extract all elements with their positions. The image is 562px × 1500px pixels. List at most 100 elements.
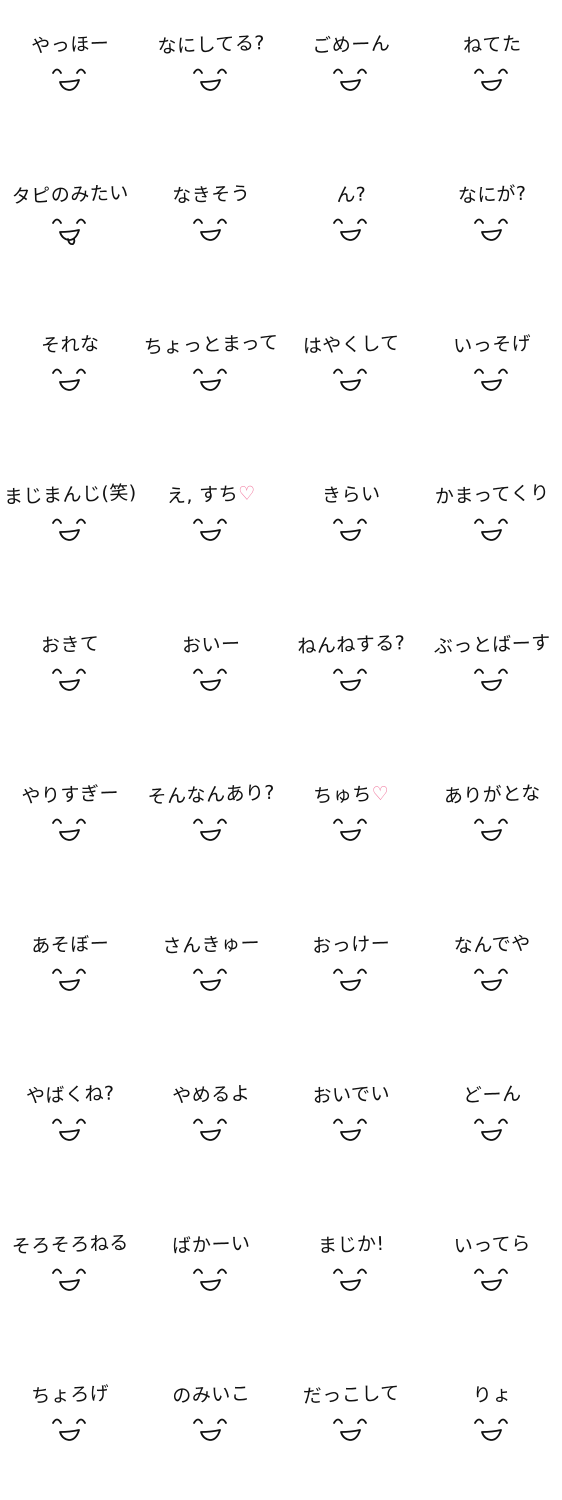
sticker-caption: ちょっとまって bbox=[140, 328, 281, 360]
sticker-item[interactable]: やめるよ bbox=[141, 1050, 282, 1200]
sticker-item[interactable]: まじか! bbox=[281, 1200, 422, 1350]
sticker-caption: ねんねする? bbox=[281, 628, 422, 660]
sticker-label: それな bbox=[40, 332, 100, 358]
sticker-label: ん? bbox=[335, 183, 367, 207]
smiling-face-icon bbox=[189, 962, 233, 998]
smiling-face-tongue-icon bbox=[48, 212, 92, 248]
smiling-face-icon bbox=[189, 512, 233, 548]
sticker-item[interactable]: のみいこ bbox=[141, 1350, 282, 1500]
smiling-face-icon bbox=[329, 812, 373, 848]
sticker-item[interactable]: あそぼー bbox=[0, 900, 141, 1050]
sticker-caption: さんきゅー bbox=[140, 928, 281, 960]
sticker-item[interactable]: いってら bbox=[422, 1200, 562, 1350]
sticker-caption: そんなんあり? bbox=[140, 778, 281, 810]
sticker-label: のみいこ bbox=[171, 1382, 251, 1408]
sticker-label: ありがとな bbox=[442, 782, 541, 808]
sticker-item[interactable]: ぶっとばーす bbox=[422, 600, 562, 750]
sticker-label: ばかーい bbox=[171, 1232, 251, 1258]
sticker-item[interactable]: おいー bbox=[141, 600, 282, 750]
sticker-item[interactable]: なにが? bbox=[422, 150, 562, 300]
sticker-caption: タピのみたい bbox=[0, 178, 141, 210]
smiling-face-icon bbox=[470, 962, 514, 998]
sticker-label: おきて bbox=[40, 632, 100, 658]
sticker-item[interactable]: おきて bbox=[0, 600, 141, 750]
sticker-label: さんきゅー bbox=[161, 932, 260, 958]
sticker-item[interactable]: まじまんじ(笑) bbox=[0, 450, 141, 600]
smiling-face-icon bbox=[189, 362, 233, 398]
sticker-item[interactable]: おっけー bbox=[281, 900, 422, 1050]
sticker-label: きらい bbox=[321, 482, 381, 508]
smiling-face-icon bbox=[48, 362, 92, 398]
sticker-item[interactable]: だっこして bbox=[281, 1350, 422, 1500]
sticker-caption: ちょろげ bbox=[0, 1378, 141, 1410]
sticker-caption: いっそげ bbox=[421, 328, 562, 360]
sticker-label: ちょろげ bbox=[30, 1382, 110, 1408]
smiling-face-icon bbox=[189, 212, 233, 248]
smiling-face-icon bbox=[329, 212, 373, 248]
sticker-label: そろそろねる bbox=[11, 1231, 130, 1259]
sticker-item[interactable]: かまってくり bbox=[422, 450, 562, 600]
sticker-caption: なきそう bbox=[140, 178, 281, 210]
sticker-item[interactable]: ん? bbox=[281, 150, 422, 300]
sticker-item[interactable]: タピのみたい bbox=[0, 150, 141, 300]
sticker-item[interactable]: ねてた bbox=[422, 0, 562, 150]
sticker-item[interactable]: おいでい bbox=[281, 1050, 422, 1200]
smiling-face-icon bbox=[189, 812, 233, 848]
smiling-face-icon bbox=[48, 512, 92, 548]
smiling-face-icon bbox=[470, 1412, 514, 1448]
sticker-item[interactable]: やばくね? bbox=[0, 1050, 141, 1200]
smiling-face-icon bbox=[189, 662, 233, 698]
sticker-item[interactable]: ちょろげ bbox=[0, 1350, 141, 1500]
sticker-item[interactable]: ちゅち♡ bbox=[281, 750, 422, 900]
sticker-caption: きらい bbox=[281, 478, 422, 510]
smiling-face-icon bbox=[470, 1262, 514, 1298]
sticker-caption: はやくして bbox=[281, 328, 422, 360]
sticker-item[interactable]: ちょっとまって bbox=[141, 300, 282, 450]
sticker-item[interactable]: そんなんあり? bbox=[141, 750, 282, 900]
sticker-caption: まじか! bbox=[281, 1228, 422, 1260]
sticker-caption: やめるよ bbox=[140, 1078, 281, 1110]
sticker-caption: かまってくり bbox=[421, 478, 562, 510]
sticker-item[interactable]: ありがとな bbox=[422, 750, 562, 900]
sticker-item[interactable]: なんでや bbox=[422, 900, 562, 1050]
sticker-caption: どーん bbox=[421, 1078, 562, 1110]
heart-icon: ♡ bbox=[237, 482, 256, 506]
smiling-face-icon bbox=[48, 812, 92, 848]
sticker-item[interactable]: いっそげ bbox=[422, 300, 562, 450]
sticker-caption: やばくね? bbox=[0, 1078, 141, 1110]
sticker-caption: ばかーい bbox=[140, 1228, 281, 1260]
sticker-item[interactable]: ごめーん bbox=[281, 0, 422, 150]
sticker-caption: あそぼー bbox=[0, 928, 141, 960]
sticker-item[interactable]: りょ bbox=[422, 1350, 562, 1500]
sticker-label: ぶっとばーす bbox=[432, 631, 551, 659]
sticker-label: かまってくり bbox=[434, 482, 550, 508]
sticker-item[interactable]: そろそろねる bbox=[0, 1200, 141, 1350]
smiling-face-icon bbox=[48, 662, 92, 698]
sticker-label: やめるよ bbox=[171, 1082, 251, 1108]
smiling-face-icon bbox=[329, 662, 373, 698]
sticker-item[interactable]: なきそう bbox=[141, 150, 282, 300]
sticker-item[interactable]: はやくして bbox=[281, 300, 422, 450]
sticker-item[interactable]: やりすぎー bbox=[0, 750, 141, 900]
smiling-face-icon bbox=[470, 1112, 514, 1148]
sticker-label: なんでや bbox=[452, 932, 531, 958]
sticker-item[interactable]: え, すち♡ bbox=[141, 450, 282, 600]
sticker-item[interactable]: なにしてる? bbox=[141, 0, 282, 150]
sticker-label: やばくね? bbox=[25, 1082, 115, 1108]
sticker-item[interactable]: ばかーい bbox=[141, 1200, 282, 1350]
sticker-item[interactable]: それな bbox=[0, 300, 141, 450]
sticker-item[interactable]: どーん bbox=[422, 1050, 562, 1200]
sticker-caption: え, すち♡ bbox=[140, 478, 281, 510]
sticker-item[interactable]: きらい bbox=[281, 450, 422, 600]
smiling-face-icon bbox=[48, 962, 92, 998]
smiling-face-icon bbox=[329, 512, 373, 548]
sticker-item[interactable]: やっほー bbox=[0, 0, 141, 150]
sticker-caption: だっこして bbox=[281, 1378, 422, 1410]
sticker-item[interactable]: ねんねする? bbox=[281, 600, 422, 750]
sticker-caption: ん? bbox=[281, 178, 422, 210]
smiling-face-icon bbox=[189, 1112, 233, 1148]
sticker-caption: なんでや bbox=[421, 928, 562, 960]
sticker-item[interactable]: さんきゅー bbox=[141, 900, 282, 1050]
smiling-face-icon bbox=[48, 1262, 92, 1298]
